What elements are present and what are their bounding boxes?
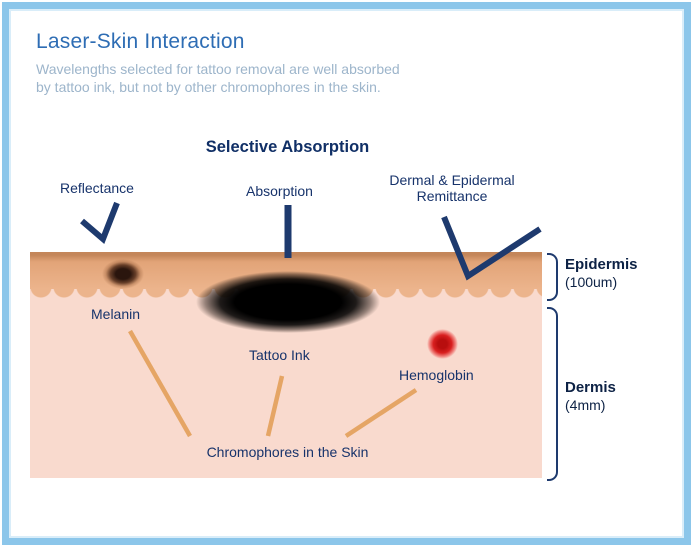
page-subtitle: Wavelengths selected for tattoo removal … xyxy=(36,60,400,96)
melanin-spot xyxy=(102,259,144,289)
absorption-label: Absorption xyxy=(246,183,313,199)
remittance-label: Dermal & Epidermal Remittance xyxy=(376,172,528,204)
melanin-label: Melanin xyxy=(91,306,141,322)
subtitle-line-2: by tattoo ink, but not by other chromoph… xyxy=(36,79,381,95)
remittance-label-line-2: Remittance xyxy=(416,188,488,204)
reflectance-label: Reflectance xyxy=(60,180,134,196)
epidermis-thickness-label: (100um) xyxy=(565,274,618,290)
dermis-layer-label: Dermis xyxy=(565,379,616,396)
chromophores-label: Chromophores in the Skin xyxy=(206,444,369,460)
diagram-heading: Selective Absorption xyxy=(205,138,370,156)
reflectance-arrow xyxy=(80,201,120,245)
tattoo-ink-label: Tattoo Ink xyxy=(249,347,310,363)
tattoo-ink-blob xyxy=(196,271,380,333)
dermis-thickness-label: (4mm) xyxy=(565,397,606,413)
subtitle-line-1: Wavelengths selected for tattoo removal … xyxy=(36,61,400,77)
dermis-bracket xyxy=(547,307,558,481)
page-title: Laser-Skin Interaction xyxy=(36,30,245,53)
epidermis-layer-label: Epidermis xyxy=(565,256,638,273)
hemoglobin-spot xyxy=(427,329,458,359)
hemoglobin-label: Hemoglobin xyxy=(399,367,474,383)
epidermis-bracket xyxy=(547,253,558,301)
remittance-label-line-1: Dermal & Epidermal xyxy=(389,172,515,188)
